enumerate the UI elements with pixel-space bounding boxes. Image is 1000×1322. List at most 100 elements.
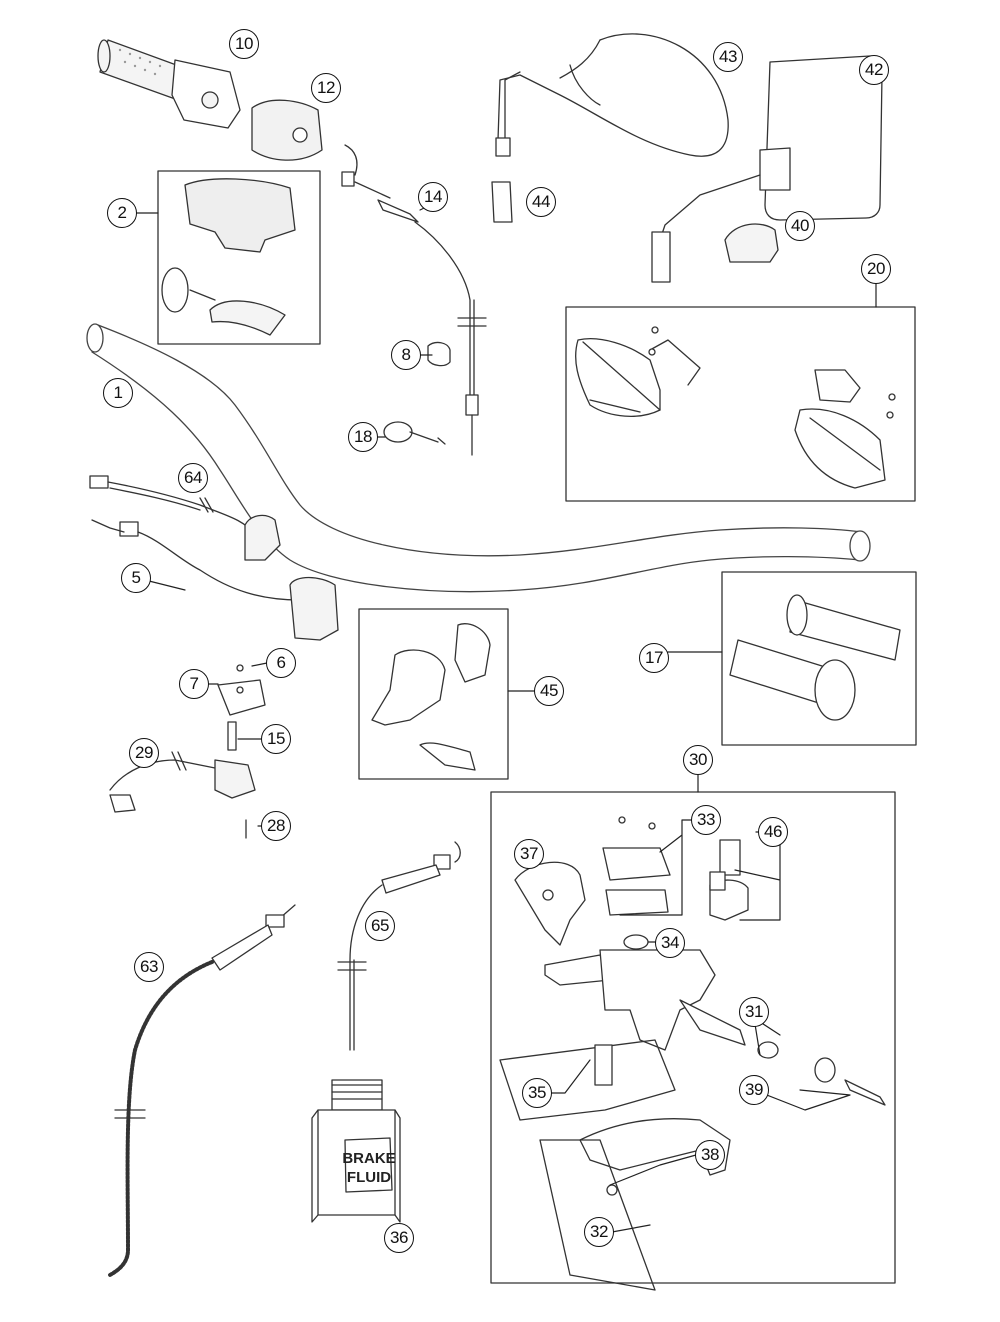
bracket-7 [217,679,266,716]
callout-1[interactable]: 1 [103,378,133,408]
callout-30[interactable]: 30 [683,745,713,775]
callout-29-label: 29 [135,743,153,762]
callout-44-label: 44 [532,192,550,211]
callout-46-label: 46 [764,822,782,841]
callout-63[interactable]: 63 [134,952,164,982]
bottle-label-line2: FLUID [347,1169,391,1186]
mirror-43 [495,33,729,157]
grip-dots [118,48,162,76]
callout-12[interactable]: 12 [311,73,341,103]
callout-28[interactable]: 28 [261,811,291,841]
callout-45-label: 45 [540,681,558,700]
callout-34-label: 34 [661,933,679,952]
callout-6-label: 6 [276,653,286,672]
callout-8-label: 8 [401,345,411,364]
handguards-20 [575,326,896,489]
callout-32[interactable]: 31 [739,997,769,1027]
callout-7[interactable]: 7 [179,669,209,699]
callout-30-label: 30 [689,750,707,769]
nut-6 [236,664,244,672]
callout-20-label: 20 [867,259,885,278]
callout-14[interactable]: 14 [418,182,448,212]
callout-43[interactable]: 43 [713,42,743,72]
callout-20[interactable]: 20 [861,254,891,284]
clamp-40 [724,223,779,263]
callout-5[interactable]: 5 [121,563,151,593]
grips-17 [729,594,901,721]
callout-1-label: 1 [113,383,123,402]
callout-40-label: 40 [791,216,809,235]
wiring-64-5 [89,475,339,641]
group-box-30 [490,791,896,1284]
callout-8[interactable]: 8 [391,340,421,370]
throttle-grip [97,39,241,129]
cable-29 [109,751,256,839]
group-box-17 [721,571,917,746]
callout-42-label: 42 [865,60,883,79]
callout-5-label: 5 [131,568,141,587]
callout-35-label: 35 [528,1083,546,1102]
callout-36[interactable]: 36 [384,1223,414,1253]
callout-36-label: 36 [390,1228,408,1247]
brake-fluid-bottle [311,1079,401,1223]
mirror-42 [651,55,883,283]
callout-38-label: 38 [701,1145,719,1164]
callout-18-label: 18 [354,427,372,446]
callout-17-label: 17 [645,648,663,667]
callout-45[interactable]: 45 [534,676,564,706]
callout-14-label: 14 [424,187,442,206]
callout-12-label: 12 [317,78,335,97]
switch-cover [184,178,296,253]
nut-44 [491,181,513,223]
master-cylinder [499,816,886,1291]
callout-63-label: 63 [140,957,158,976]
callout-39[interactable]: 39 [739,1075,769,1105]
group-box-45 [358,608,509,780]
group-box-2 [157,170,321,345]
callout-33[interactable]: 33 [691,805,721,835]
callout-65-label: 65 [371,916,389,935]
bolt-15 [227,721,237,751]
callout-40[interactable]: 40 [785,211,815,241]
callout-18[interactable]: 18 [348,422,378,452]
callout-15[interactable]: 15 [261,724,291,754]
cable-tie-18 [383,421,413,443]
callout-15-label: 15 [267,729,285,748]
callout-65[interactable]: 65 [365,911,395,941]
group-box-20 [565,306,916,502]
callout-42[interactable]: 42 [859,55,889,85]
callout-7-label: 7 [189,674,199,693]
clutch-cable-14 [341,144,487,456]
cable-65 [337,841,461,1051]
callout-33-label: 33 [697,810,715,829]
callout-38[interactable]: 38 [695,1140,725,1170]
clip-8 [427,341,451,367]
callout-64[interactable]: 64 [178,463,208,493]
callout-2-label: 2 [117,203,127,222]
callout-6[interactable]: 6 [266,648,296,678]
callout-32-label: 31 [745,1002,763,1021]
callout-43-label: 43 [719,47,737,66]
callout-37[interactable]: 37 [514,839,544,869]
callout-10-label: 10 [235,34,253,53]
callout-28-label: 28 [267,816,285,835]
cable-63 [108,904,296,1277]
callout-44[interactable]: 44 [526,187,556,217]
callout-39-label: 39 [745,1080,763,1099]
callout-46[interactable]: 46 [758,817,788,847]
callout-64-label: 64 [184,468,202,487]
bottle-label-line1: BRAKE [342,1150,395,1167]
callout-31-label: 32 [590,1222,608,1241]
callout-35[interactable]: 35 [522,1078,552,1108]
handlebar [86,323,871,593]
callout-34[interactable]: 34 [655,928,685,958]
callout-37-label: 37 [520,844,538,863]
callout-10[interactable]: 10 [229,29,259,59]
callout-29[interactable]: 29 [129,738,159,768]
throttle-cover [251,99,323,161]
callout-17[interactable]: 17 [639,643,669,673]
callout-2[interactable]: 2 [107,198,137,228]
callout-31[interactable]: 32 [584,1217,614,1247]
